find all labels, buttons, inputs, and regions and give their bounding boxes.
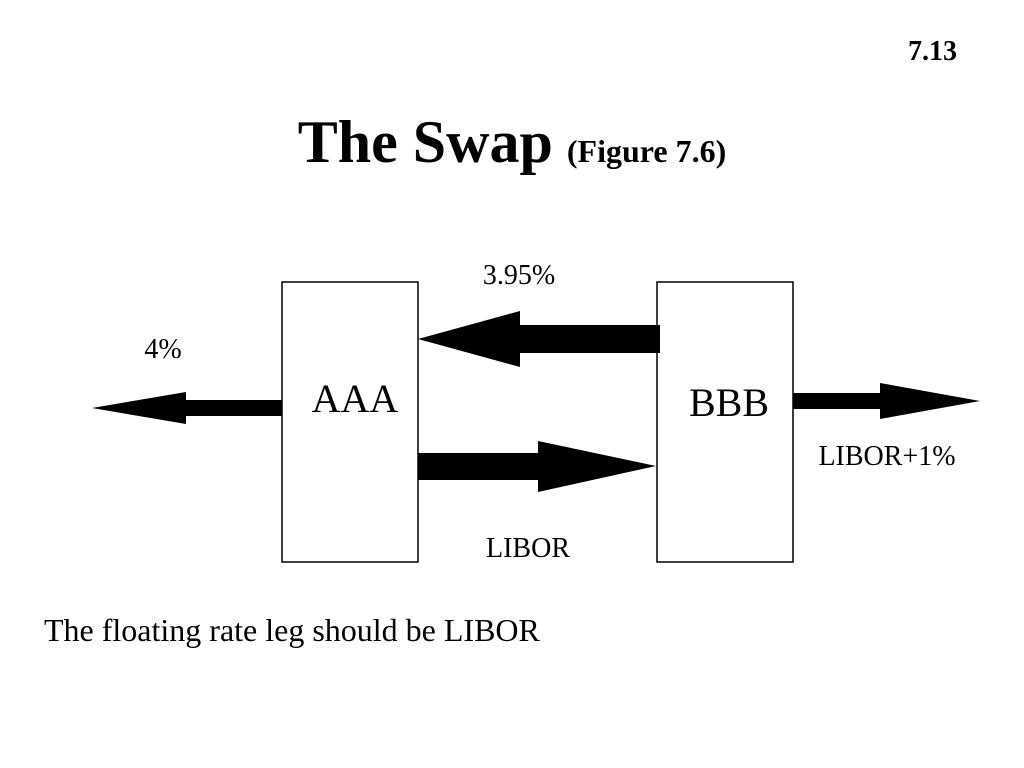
label-bbb-to-aaa: 3.95% xyxy=(483,260,555,291)
arrow-bbb-outflow xyxy=(793,383,980,419)
label-aaa-outflow: 4% xyxy=(144,334,181,365)
title-subtitle: (Figure 7.6) xyxy=(566,133,727,169)
arrow-bbb-to-aaa xyxy=(418,311,660,367)
label-bbb-outflow: LIBOR+1% xyxy=(818,441,955,472)
slide-number: 7.13 xyxy=(908,36,957,67)
title-main: The Swap xyxy=(297,109,553,175)
arrow-aaa-outflow xyxy=(92,392,282,424)
aaa-label: AAA xyxy=(312,376,399,421)
label-aaa-to-bbb: LIBOR xyxy=(486,533,570,564)
arrow-aaa-to-bbb xyxy=(418,441,656,492)
bbb-box xyxy=(656,281,794,563)
caption: The floating rate leg should be LIBOR xyxy=(44,612,540,648)
slide-title: The Swap (Figure 7.6) xyxy=(0,108,1024,177)
bbb-label: BBB xyxy=(689,380,769,425)
aaa-box xyxy=(281,281,419,563)
